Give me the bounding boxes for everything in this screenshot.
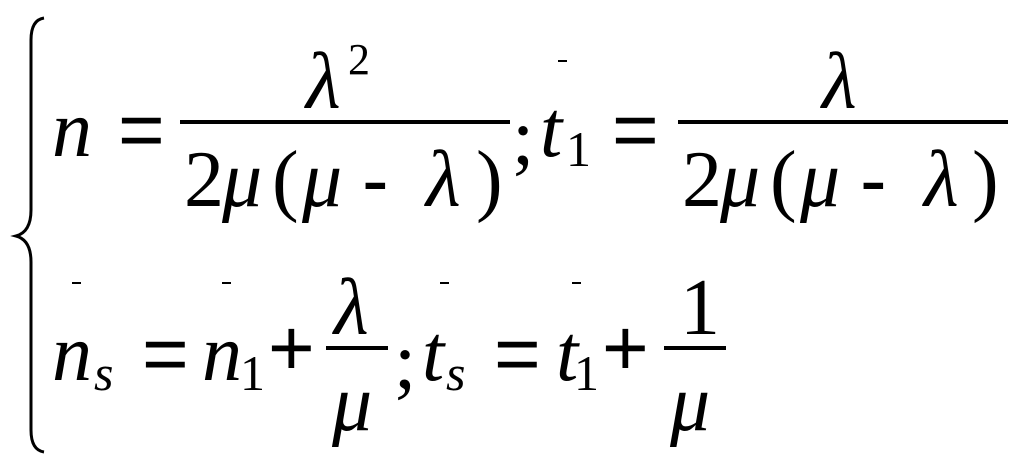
mu-symbol: μ	[332, 360, 373, 448]
mu-symbol: μ	[670, 360, 711, 448]
left-paren: (	[272, 136, 299, 224]
plus-sign: +	[602, 303, 649, 392]
lambda-symbol: λ	[924, 136, 959, 224]
overbar-mark	[72, 282, 81, 284]
fraction-bar	[326, 346, 388, 350]
subscript-s: s	[446, 345, 466, 401]
lambda-symbol: λ	[426, 136, 461, 224]
equals-sign: =	[118, 85, 165, 174]
plus-sign: +	[268, 303, 315, 392]
n-symbol: n	[202, 310, 242, 398]
t-symbol: t	[556, 310, 579, 398]
mu-symbol: μ	[222, 136, 263, 224]
lambda-symbol: λ	[306, 38, 341, 126]
n-symbol: n	[52, 310, 92, 398]
mu-symbol: μ	[800, 136, 841, 224]
mu-symbol: μ	[720, 136, 761, 224]
semicolon: ;	[512, 94, 535, 182]
numeral-1: 1	[680, 264, 720, 352]
right-paren: )	[476, 136, 503, 224]
superscript-2: 2	[348, 35, 370, 84]
minus-sign: -	[860, 135, 887, 224]
overbar-mark	[558, 60, 567, 62]
equals-sign: =	[612, 85, 659, 174]
left-brace	[10, 16, 45, 454]
overbar-mark	[222, 282, 231, 284]
overbar-mark	[440, 282, 449, 284]
subscript-1: 1	[566, 121, 591, 177]
right-paren: )	[972, 136, 999, 224]
equals-sign: =	[494, 309, 541, 398]
numeral-2: 2	[184, 136, 224, 224]
equals-sign: =	[142, 309, 189, 398]
fraction-bar	[180, 120, 510, 124]
semicolon: ;	[394, 318, 417, 406]
fraction-bar	[678, 120, 1008, 124]
fraction-bar	[664, 346, 726, 350]
subscript-1: 1	[574, 345, 599, 401]
subscript-1: 1	[240, 345, 265, 401]
lambda-symbol: λ	[822, 38, 857, 126]
mu-symbol: μ	[302, 136, 343, 224]
n-symbol: n	[52, 86, 92, 174]
subscript-s: s	[94, 345, 114, 401]
left-paren: (	[770, 136, 797, 224]
minus-sign: -	[362, 135, 389, 224]
overbar-mark	[572, 282, 581, 284]
lambda-symbol: λ	[334, 264, 369, 352]
numeral-2: 2	[682, 136, 722, 224]
t-symbol: t	[540, 86, 563, 174]
t-symbol: t	[422, 310, 445, 398]
